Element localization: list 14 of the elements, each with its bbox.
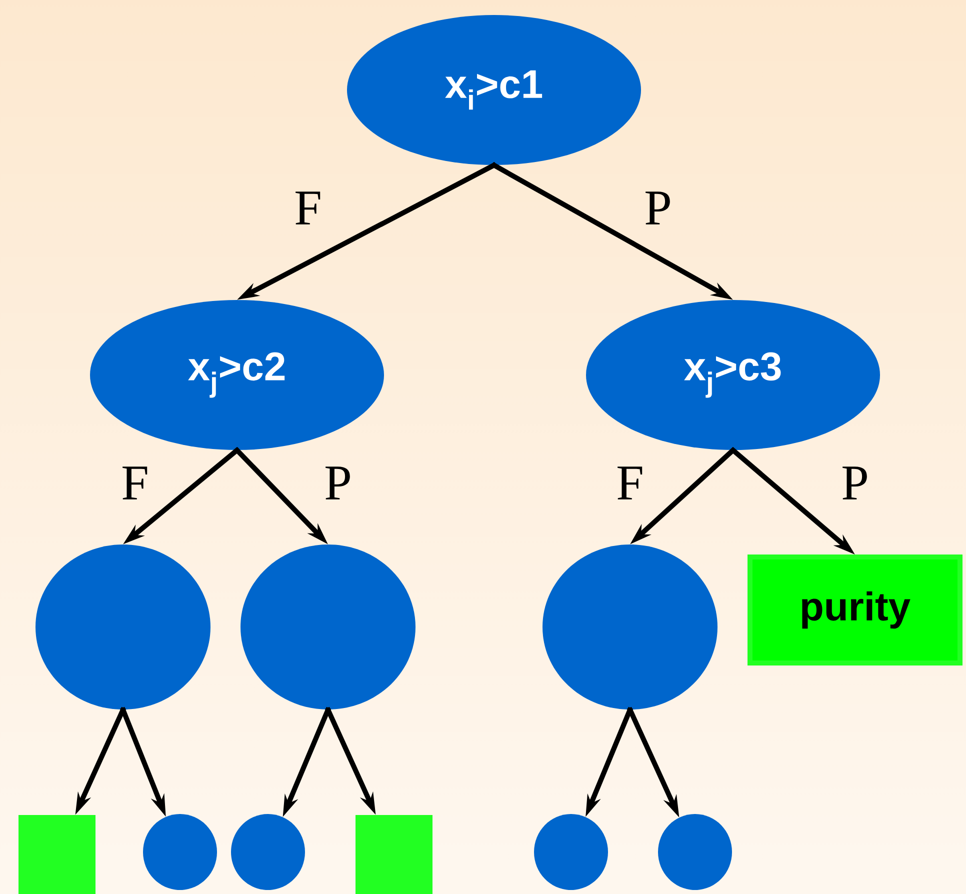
node-circle [542,544,718,710]
edge-label: P [842,466,867,500]
node-circle [231,814,305,890]
node-circle [534,814,608,890]
edge-label: P [646,192,670,224]
node-circle [143,814,217,890]
edge-label: F [618,466,642,500]
edge-label: P [326,466,350,500]
leaf-box: purity [748,554,963,666]
node-circle [240,544,416,710]
node-circle [36,544,210,710]
edge-label: F [296,192,320,224]
node-circle [658,814,732,890]
edge-label: F [122,466,148,500]
